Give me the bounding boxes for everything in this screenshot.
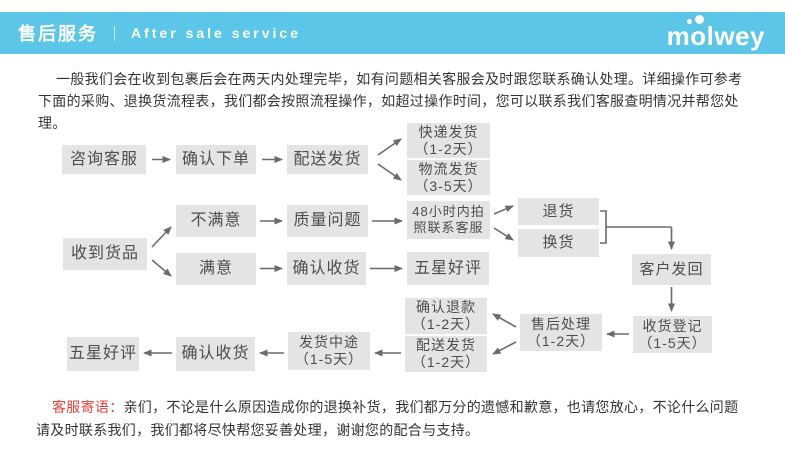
flow-node-label: 48小时内拍 [412, 204, 485, 220]
flow-node-label: （1-2天） [526, 332, 596, 349]
flow-node-label: 售后处理 [531, 315, 591, 332]
flow-node-label: （1-2天） [411, 354, 481, 370]
flow-node-label: 确认退款 [416, 299, 476, 316]
flow-node-consult: 咨询客服 [62, 145, 146, 174]
flow-node-label: 五星好评 [68, 345, 137, 363]
flow-node-confirm-receipt2: 确认收货 [176, 337, 255, 371]
flow-node-label: 客户发回 [639, 260, 704, 278]
flow-node-label: 确认下单 [181, 150, 250, 168]
brand-logo: molwey [666, 14, 765, 51]
flow-node-confirm-order: 确认下单 [176, 145, 256, 174]
flow-node-label: 物流发货 [418, 160, 479, 177]
flow-node-label: 配送发货 [416, 337, 476, 354]
flow-node-label: 不满意 [190, 212, 242, 230]
flow-node-aftersale: 售后处理（1-2天） [520, 314, 602, 351]
flow-node-photo48: 48小时内拍照联系客服 [407, 201, 490, 239]
flow-node-refund: 确认退款（1-2天） [405, 298, 487, 334]
flow-node-return-goods: 退货 [518, 198, 599, 225]
flow-node-label: （1-5天） [294, 351, 364, 367]
flow-node-five-star2: 五星好评 [67, 337, 139, 371]
flow-node-exchange-goods: 换货 [518, 229, 599, 257]
flow-node-label: 换货 [542, 234, 575, 251]
flow-node-label: （3-5天） [414, 177, 483, 194]
footer-text: 亲们，不论是什么原因造成你的退换补货，我们都万分的遗憾和歉意，也请您放心，不论什… [36, 399, 739, 438]
footer-note: 客服寄语：亲们，不论是什么原因造成你的退换补货，我们都万分的遗憾和歉意，也请您放… [36, 396, 752, 442]
flow-node-label: 五星好评 [413, 259, 482, 277]
flow-node-satisfied: 满意 [176, 253, 256, 285]
flow-node-label: 配送发货 [293, 150, 362, 168]
flow-node-delivery: 配送发货 [287, 145, 368, 174]
logo-dot-small-icon [686, 18, 692, 24]
flow-node-label: 收货登记 [642, 317, 703, 334]
footer-label: 客服寄语： [52, 399, 124, 415]
flow-node-label: 确认收货 [181, 345, 250, 363]
flow-node-redelivery: 配送发货（1-2天） [405, 336, 487, 372]
title-divider: ｜ [107, 25, 123, 43]
intro-paragraph: 一般我们会在收到包裹后会在两天内处理完毕，如有问题相关客服会及时跟您联系确认处理… [38, 71, 743, 131]
flow-node-label: 快递发货 [418, 123, 479, 140]
flow-node-five-star: 五星好评 [407, 252, 489, 285]
flow-node-confirm-receipt: 确认收货 [287, 252, 366, 285]
header-bar: 售后服务 ｜ After sale service molwey [0, 12, 785, 54]
flow-node-received: 收到货品 [63, 238, 147, 270]
flow-node-label: （1-2天） [414, 140, 483, 157]
flow-node-register: 收货登记（1-5天） [633, 316, 712, 353]
flow-node-label: 收到货品 [70, 245, 139, 263]
flow-node-label: 确认收货 [292, 259, 361, 277]
flow-node-label: 咨询客服 [69, 150, 138, 168]
title-en: After sale service [131, 25, 301, 41]
logo-text: molwey [666, 20, 765, 51]
flow-node-customer-return: 客户发回 [632, 254, 711, 285]
flow-node-mid-delivery: 发货中途（1-5天） [288, 332, 370, 370]
flow-node-label: 质量问题 [293, 212, 362, 230]
flow-node-logistics: 物流发货（3-5天） [407, 160, 490, 195]
flow-node-label: 照联系客服 [413, 220, 484, 235]
flow-node-quality: 质量问题 [287, 205, 368, 237]
logo-dot-large-icon [694, 14, 704, 24]
page-title: 售后服务 ｜ After sale service [18, 20, 301, 46]
flow-node-express: 快递发货（1-2天） [407, 123, 490, 158]
flow-node-label: （1-5天） [638, 334, 707, 351]
flow-node-label: 退货 [542, 202, 575, 220]
flow-node-unsatisfied: 不满意 [176, 205, 256, 237]
title-zh: 售后服务 [18, 24, 98, 44]
flow-node-label: 满意 [198, 260, 233, 278]
flow-node-label: （1-2天） [411, 316, 481, 332]
flow-node-label: 发货中途 [299, 334, 359, 351]
